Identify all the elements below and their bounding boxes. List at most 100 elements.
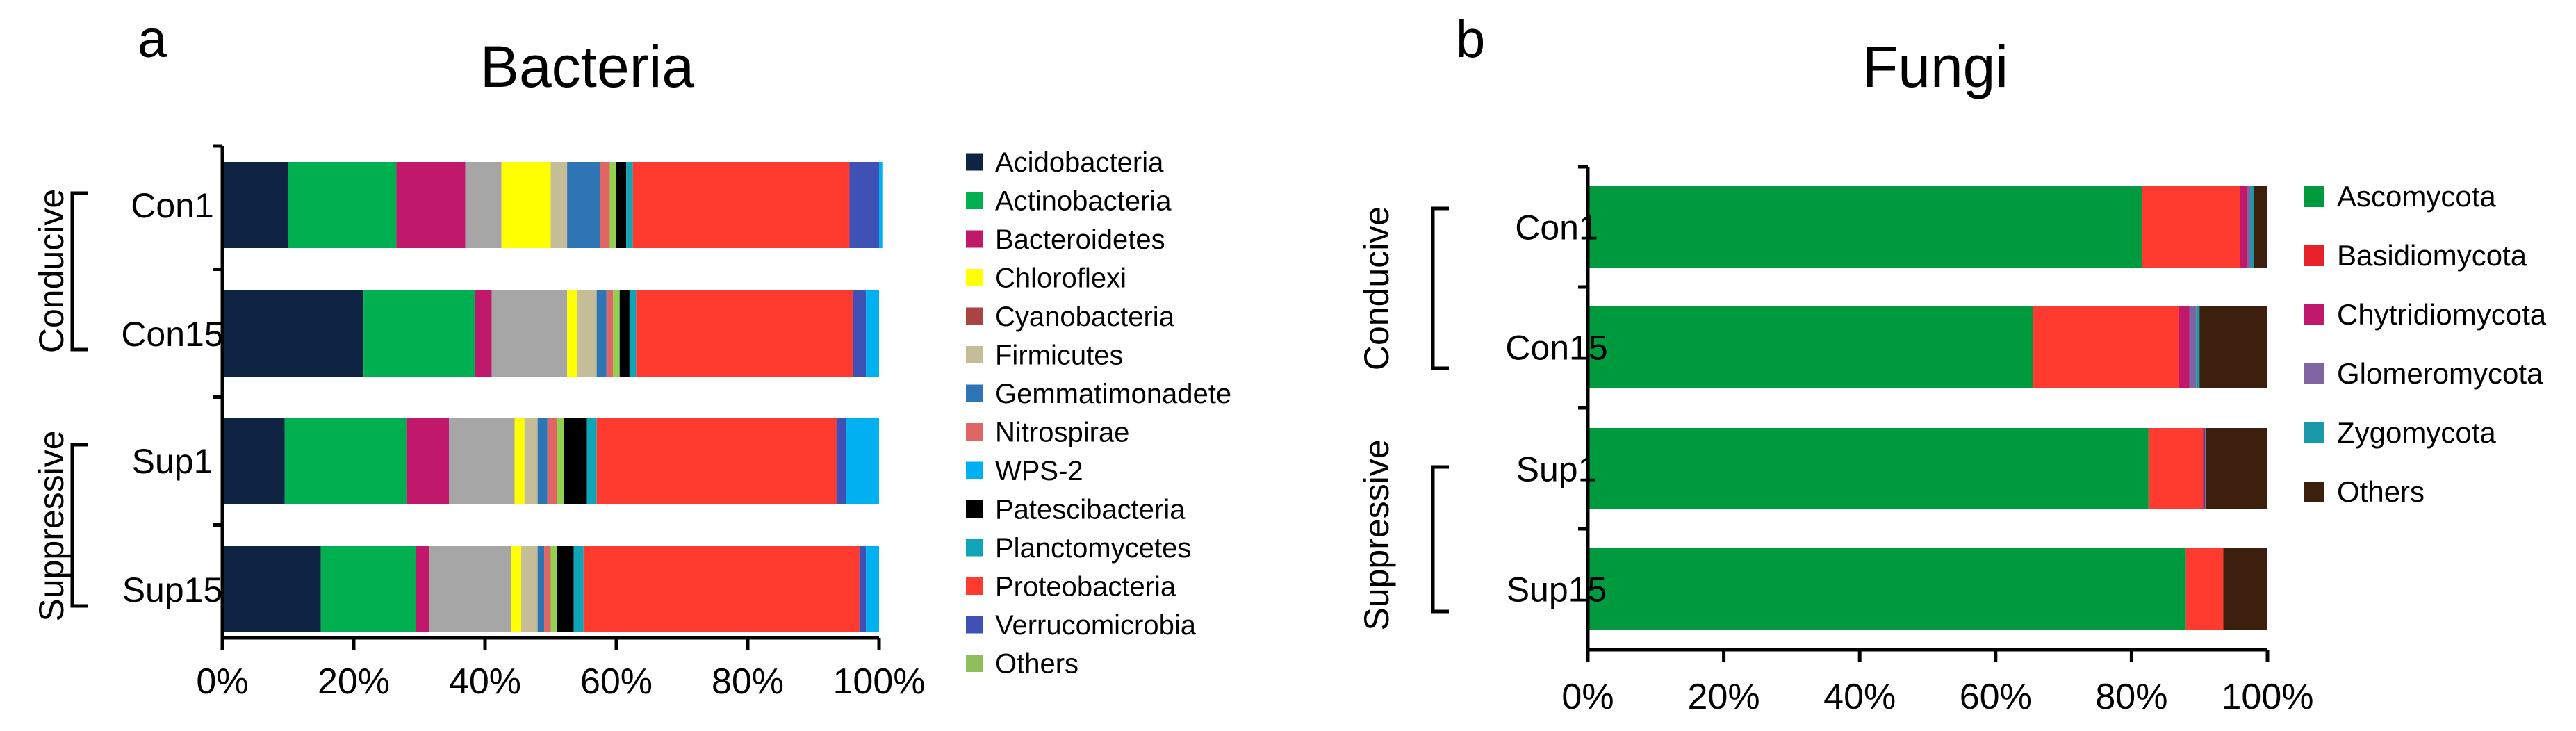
legend-swatch-others	[2304, 482, 2324, 502]
bar-segment-sup15-cyanobacteria	[511, 546, 521, 632]
category-label-con1: Con1	[131, 186, 214, 225]
category-label-sup15: Sup15	[122, 570, 223, 609]
bar-segment-sup15-patescibacteria	[557, 546, 574, 632]
legend-swatch-bacteroidetes	[966, 230, 983, 248]
bar-segment-con1-proteobacteria	[632, 162, 850, 248]
chart-title-fungi: Fungi	[1862, 34, 2008, 99]
group-bracket-suppressive	[1431, 465, 1449, 614]
legend-label-glomeromycota: Glomeromycota	[2337, 357, 2543, 390]
bar-segment-sup1-wps-2	[557, 418, 564, 504]
bar-segment-sup15-actinobacteria	[320, 546, 416, 632]
bar-segment-con1-chloroflexi	[465, 162, 502, 248]
category-label-sup15: Sup15	[1507, 570, 1607, 609]
bar-segment-con15-others	[866, 290, 879, 377]
legend-swatch-others	[966, 655, 983, 672]
bacteria-axes: 0%20%40%60%80%100%	[196, 144, 926, 702]
bar-segment-con15-acidobacteria	[222, 290, 364, 377]
bar-segment-sup15-ascomycota	[1588, 548, 2186, 630]
legend-swatch-glomeromycota	[2304, 363, 2324, 384]
group-label-suppressive: Suppressive	[1357, 439, 1396, 630]
bar-segment-con1-zygomycota	[2250, 186, 2254, 268]
bar-segment-con1-cyanobacteria	[501, 162, 551, 248]
bar-segment-sup1-firmicutes	[524, 418, 538, 504]
bar-segment-con1-bacteroidetes	[396, 162, 466, 248]
legend-swatch-cyanobacteria	[966, 307, 983, 325]
bar-segment-con15-zygomycota	[2196, 306, 2200, 388]
bar-segment-sup1-chytridiomycota	[2203, 428, 2206, 509]
group-label-conducive: Conducive	[32, 189, 71, 353]
bar-segment-con1-ascomycota	[1588, 186, 2142, 268]
bar-segment-sup1-basidiomycota	[2148, 428, 2204, 509]
bar-segment-sup1-chloroflexi	[449, 418, 515, 504]
legend-label-gemmatimonadete: Gemmatimonadete	[995, 379, 1231, 409]
bar-segment-sup1-others	[846, 418, 879, 504]
bar-segment-con15-gemmatimonadete	[596, 290, 607, 377]
bar-segment-con15-planctomycetes	[629, 290, 637, 377]
legend-swatch-chloroflexi	[966, 269, 983, 286]
bar-segment-con15-wps-2	[613, 290, 620, 377]
category-label-sup1: Sup1	[1516, 450, 1598, 489]
bar-segment-sup1-bacteroidetes	[406, 418, 450, 504]
bar-segment-con1-verrucomicrobia	[849, 162, 879, 248]
legend-label-zygomycota: Zygomycota	[2337, 416, 2496, 449]
bar-segment-con15-glomeromycota	[2189, 306, 2197, 388]
bacteria-legend: AcidobacteriaActinobacteriaBacteroidetes…	[966, 147, 1231, 680]
x-tick-label: 0%	[196, 662, 248, 702]
bar-segment-sup1-acidobacteria	[222, 418, 285, 504]
legend-label-bacteroidetes: Bacteroidetes	[995, 224, 1165, 255]
bar-segment-con15-chytridiomycota	[2179, 306, 2190, 388]
legend-swatch-patescibacteria	[966, 500, 983, 518]
legend-label-proteobacteria: Proteobacteria	[995, 572, 1176, 602]
x-tick-label: 40%	[1823, 677, 1896, 717]
bar-segment-sup1-planctomycetes	[586, 418, 597, 504]
x-tick-label: 100%	[833, 662, 926, 702]
legend-label-basidiomycota: Basidiomycota	[2337, 239, 2527, 272]
bar-segment-sup15-gemmatimonadete	[537, 546, 545, 632]
x-tick-label: 20%	[318, 662, 390, 702]
category-label-con15: Con15	[121, 315, 223, 354]
x-tick-label: 80%	[712, 662, 784, 702]
bar-segment-sup15-planctomycetes	[573, 546, 584, 632]
x-tick-label: 60%	[580, 662, 653, 702]
legend-label-planctomycetes: Planctomycetes	[995, 533, 1191, 564]
bar-segment-con1-actinobacteria	[288, 162, 397, 248]
legend-swatch-chytridiomycota	[2304, 304, 2324, 325]
legend-swatch-zygomycota	[2304, 422, 2324, 443]
bar-segment-con15-verrucomicrobia	[853, 290, 867, 377]
group-bracket-conducive	[70, 191, 88, 352]
legend-label-others: Others	[995, 649, 1078, 680]
legend-label-chytridiomycota: Chytridiomycota	[2337, 298, 2547, 331]
legend-swatch-verrucomicrobia	[966, 616, 983, 634]
bar-segment-con1-nitrospirae	[600, 162, 610, 248]
bar-segment-sup15-acidobacteria	[222, 546, 321, 632]
bar-segment-sup15-verrucomicrobia	[859, 546, 867, 632]
legend-swatch-proteobacteria	[966, 577, 983, 595]
category-label-con1: Con1	[1515, 208, 1598, 247]
bar-segment-con15-cyanobacteria	[567, 290, 577, 377]
panel-b-fungi: b Fungi 0%20%40%60%80%100% Con1Con15Sup1…	[1357, 10, 2547, 717]
bar-segment-con15-ascomycota	[1588, 306, 2033, 388]
x-tick-label: 80%	[2095, 677, 2167, 717]
fungi-bars	[1588, 186, 2267, 630]
legend-swatch-wps-2	[966, 461, 983, 479]
bar-segment-sup15-bacteroidetes	[416, 546, 429, 632]
fungi-legend: AscomycotaBasidiomycotaChytridiomycotaGl…	[2304, 180, 2547, 508]
legend-label-wps-2: WPS-2	[995, 456, 1083, 486]
bar-segment-sup1-gemmatimonadete	[537, 418, 548, 504]
legend-label-firmicutes: Firmicutes	[995, 340, 1123, 371]
category-label-sup1: Sup1	[132, 442, 213, 481]
bar-segment-con15-nitrospirae	[606, 290, 614, 377]
bar-segment-con1-chytridiomycota	[2240, 186, 2247, 268]
legend-label-others: Others	[2337, 475, 2425, 508]
bar-segment-sup15-chloroflexi	[429, 546, 511, 632]
bar-segment-sup1-patescibacteria	[564, 418, 587, 504]
legend-swatch-basidiomycota	[2304, 245, 2324, 266]
bar-segment-sup15-firmicutes	[520, 546, 538, 632]
bar-segment-con1-glomeromycota	[2247, 186, 2251, 268]
bar-segment-con15-bacteroidetes	[475, 290, 492, 377]
legend-label-actinobacteria: Actinobacteria	[995, 186, 1172, 217]
bar-segment-sup1-verrucomicrobia	[836, 418, 846, 504]
